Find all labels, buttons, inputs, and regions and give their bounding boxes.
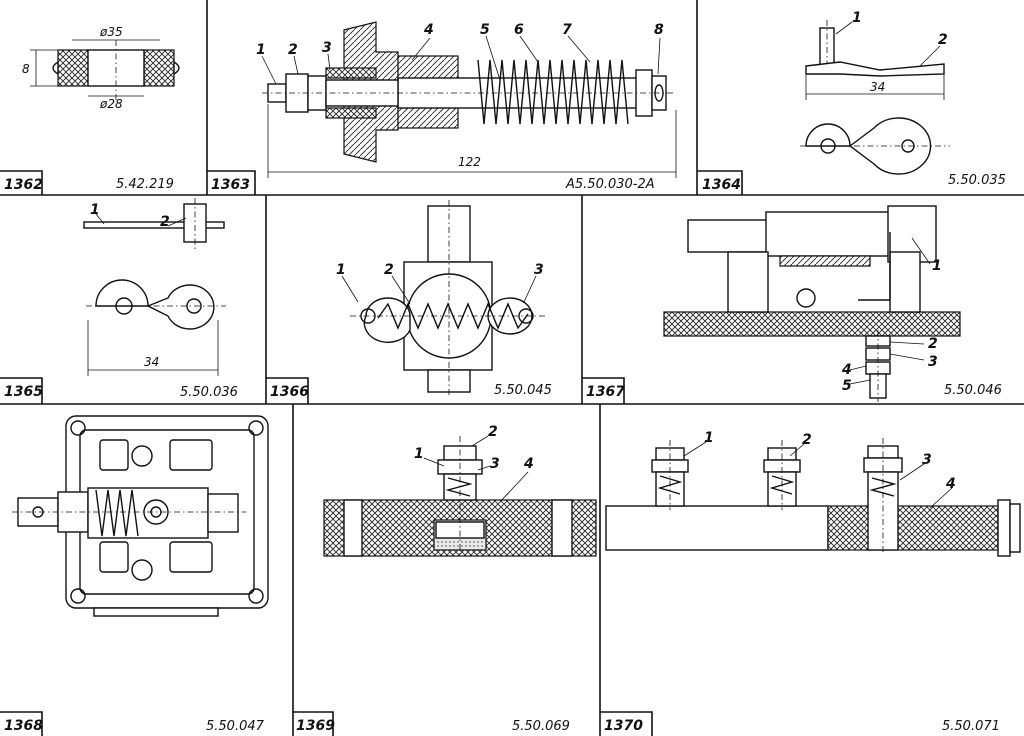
- callout-label: 2: [384, 262, 394, 278]
- dim-inner-diameter: ø28: [99, 97, 123, 111]
- callout-label: 3: [928, 354, 938, 370]
- callout-label: 1: [414, 446, 424, 462]
- drawing-plate-stud: 1 2 3 4: [323, 424, 597, 557]
- panel-number: 1370: [604, 718, 643, 734]
- panel-code: 5.50.046: [944, 383, 1002, 398]
- panel-number: 1369: [296, 718, 335, 734]
- dim-length: 34: [144, 355, 159, 369]
- callout-label: 1: [90, 202, 100, 218]
- callout-label: 2: [938, 32, 948, 48]
- panel-code: 5.50.036: [180, 385, 238, 400]
- callout-label: 7: [562, 22, 572, 38]
- panel-code: А5.50.030-2А: [565, 177, 655, 192]
- callout-label: 3: [322, 40, 332, 56]
- panel-labels: 1362 5.42.219 1363 А5.50.030-2А 1364 5.5…: [4, 173, 1006, 734]
- stud: [863, 438, 903, 554]
- panel-code: 5.42.219: [116, 177, 174, 192]
- callout-label: 4: [423, 22, 434, 38]
- callout-label: 1: [336, 262, 346, 278]
- panel-code: 5.50.047: [206, 719, 265, 734]
- callout-label: 4: [523, 456, 534, 472]
- callout-label: 3: [922, 452, 932, 468]
- drawing-terminal-strip: 34 1 2: [800, 10, 950, 175]
- callout-label: 2: [802, 432, 812, 448]
- callout-label: 2: [160, 214, 170, 230]
- dim-outer-diameter: ø35: [99, 25, 123, 39]
- panel-code: 5.50.035: [948, 173, 1006, 188]
- stud: [763, 440, 801, 510]
- panel-code: 5.50.045: [494, 383, 552, 398]
- callout-leaders: [261, 35, 661, 85]
- callout-label: 3: [534, 262, 544, 278]
- panel-number: 1367: [586, 384, 625, 400]
- drawing-mounted-holder: 1 2 3 4 5: [663, 205, 961, 402]
- callout-label: 5: [842, 378, 852, 394]
- callout-label: 1: [704, 430, 714, 446]
- callout-label: 5: [480, 22, 490, 38]
- callout-label: 8: [654, 22, 664, 38]
- panel-number: 1368: [4, 718, 43, 734]
- drawing-bracket-strip: 34 1 2: [83, 198, 226, 376]
- panel-number: 1366: [270, 384, 309, 400]
- drawing-shaft-assembly: 122 1 2 3 4 5 6 7 8: [256, 21, 677, 178]
- callout-label: 1: [256, 42, 266, 58]
- panel-number: 1362: [4, 177, 43, 193]
- panel-code: 5.50.069: [512, 719, 570, 734]
- drawing-bar-studs: 1 2 3 4: [605, 430, 1021, 557]
- panel-number: 1365: [4, 384, 43, 400]
- panel-number: 1364: [702, 177, 741, 193]
- dim-thickness: 8: [22, 62, 30, 76]
- callout-label: 2: [928, 336, 938, 352]
- panel-number: 1363: [211, 177, 250, 193]
- callout-label: 4: [945, 476, 956, 492]
- stud: [651, 440, 689, 510]
- drawing-housing: [12, 415, 269, 617]
- callout-label: 1: [852, 10, 862, 26]
- drawing-spring-block: 1 2 3: [336, 200, 548, 398]
- dim-length: 34: [870, 80, 885, 94]
- dim-length: 122: [458, 155, 481, 169]
- callout-label: 2: [488, 424, 498, 440]
- callout-label: 1: [932, 258, 942, 274]
- callout-label: 3: [490, 456, 500, 472]
- callout-label: 4: [841, 362, 852, 378]
- panel-code: 5.50.071: [942, 719, 1000, 734]
- drawing-grommet: ø35 ø28 8: [22, 25, 180, 111]
- callout-label: 6: [514, 22, 524, 38]
- callout-label: 2: [288, 42, 298, 58]
